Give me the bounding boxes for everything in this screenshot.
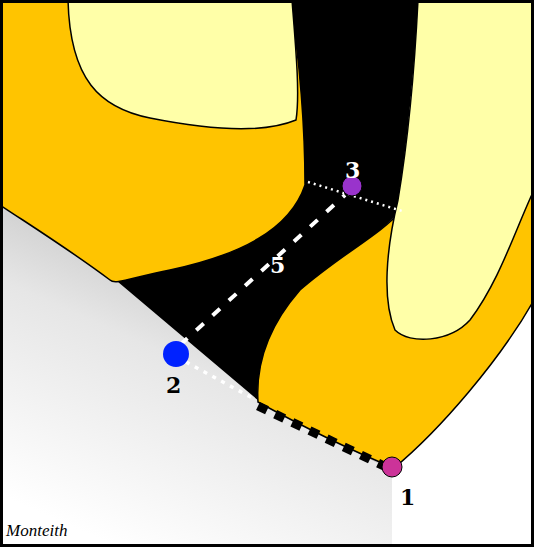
callout-number: 3 — [345, 159, 360, 181]
callout-number: 5 — [270, 254, 285, 276]
callout-number: 1 — [400, 486, 415, 508]
callout-number: 2 — [166, 374, 181, 396]
artist-signature: Monteith — [6, 522, 67, 539]
